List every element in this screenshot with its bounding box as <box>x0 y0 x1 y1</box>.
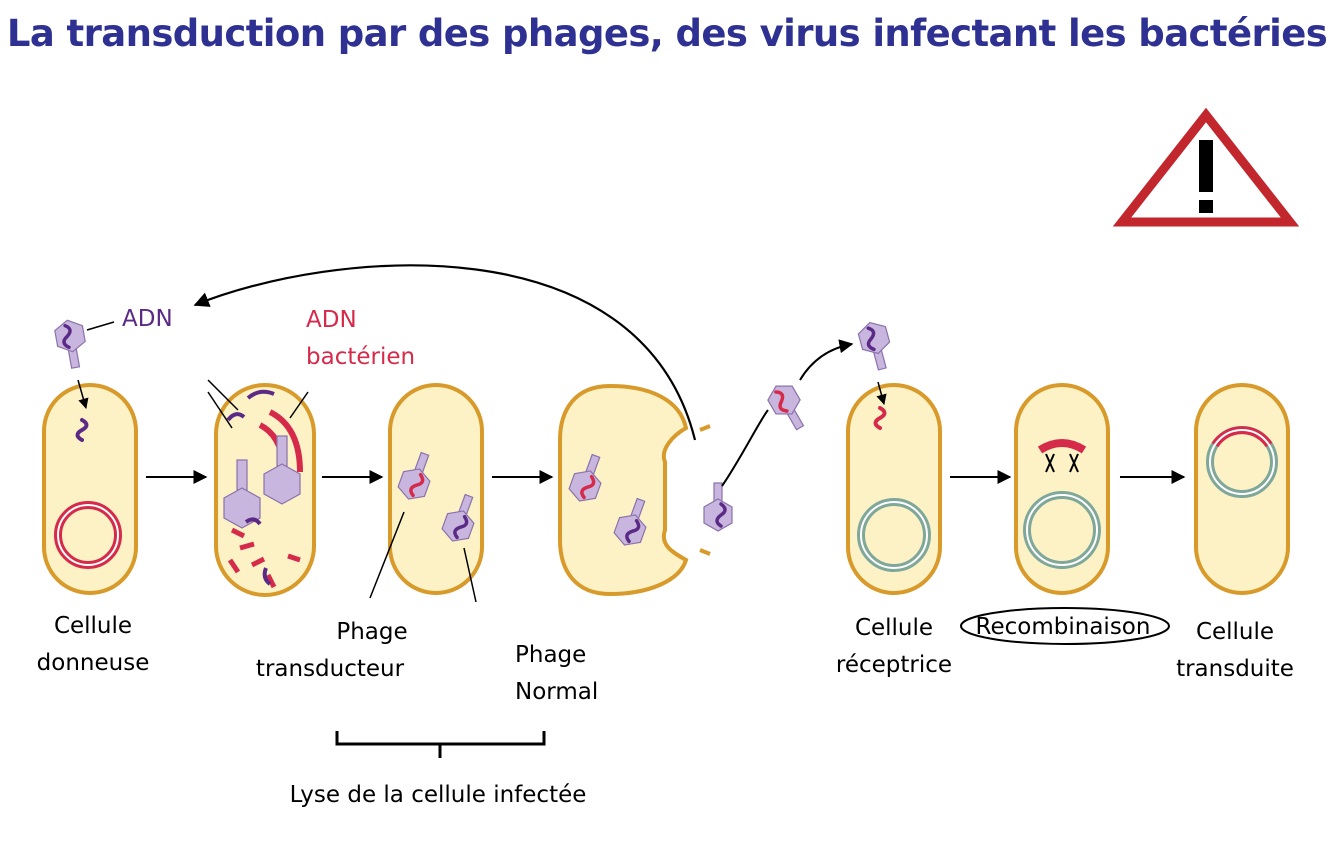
transducteur-label-2: transducteur <box>256 656 405 682</box>
donneuse-label-1: Cellule <box>54 613 132 639</box>
adn-bacterien-label-1: ADN <box>306 307 357 333</box>
page-title: La transduction par des phages, des viru… <box>6 12 1328 55</box>
lyse-label: Lyse de la cellule infectée <box>290 782 587 808</box>
recombination-cell <box>1014 383 1110 595</box>
phage-infecting <box>51 316 92 410</box>
normal-label-1: Phage <box>515 642 586 668</box>
adn-label: ADN <box>122 306 173 332</box>
warning-triangle-icon <box>1112 107 1300 227</box>
infected-cell <box>214 383 316 597</box>
receptrice-label-1: Cellule <box>855 615 933 641</box>
donor-cell <box>42 383 138 595</box>
transducteur-label-1: Phage <box>336 619 407 645</box>
normal-label-2: Normal <box>515 679 598 705</box>
recipient-cell <box>846 317 942 595</box>
lysed-cell <box>558 377 814 597</box>
transduced-cell <box>1194 383 1290 595</box>
transduite-label-2: transduite <box>1176 656 1294 682</box>
donneuse-label-2: donneuse <box>37 650 150 676</box>
recombinaison-label: Recombinaison <box>976 614 1151 640</box>
receptrice-label-2: réceptrice <box>836 652 952 678</box>
lysing-cell <box>388 383 484 595</box>
transduite-label-1: Cellule <box>1196 619 1274 645</box>
adn-bacterien-label-2: bactérien <box>306 344 415 370</box>
